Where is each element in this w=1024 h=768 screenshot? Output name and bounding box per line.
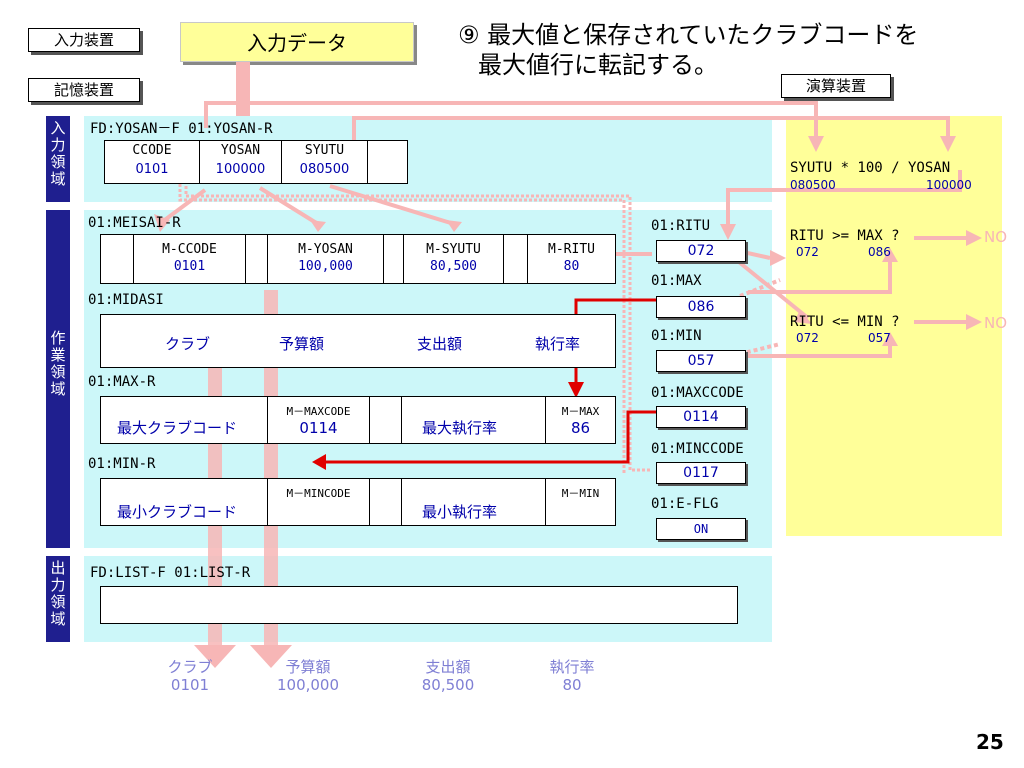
input-area-label: 入力領域 <box>46 116 70 202</box>
midasi-expense: 支出額 <box>417 335 463 353</box>
compare-min-text: RITU <= MIN ? <box>790 314 900 330</box>
midasi-record-box: クラブ 予算額 支出額 執行率 <box>100 314 616 368</box>
compare-min-no: NO <box>984 314 1008 332</box>
formula-text: SYUTU * 100 / YOSAN <box>790 160 951 176</box>
midasi-budget: 予算額 <box>279 335 325 353</box>
minr-label-club: 最小クラブコード <box>117 503 238 521</box>
var-max-value: 086 <box>656 296 746 318</box>
var-min-label: 01:MIN <box>651 328 702 344</box>
input-data-box: 入力データ <box>180 22 414 62</box>
var-minccode-label: 01:MINCCODE <box>651 441 744 457</box>
work-area-label: 作業領域 <box>46 210 70 548</box>
formula-left-value: 080500 <box>790 178 836 192</box>
meisai-gap-2 <box>383 235 403 283</box>
storage-device-label: 記憶装置 <box>28 78 140 102</box>
var-eflg-value: ON <box>656 518 746 540</box>
var-minccode-value: 0117 <box>656 462 746 484</box>
var-maxccode-label: 01:MAXCCODE <box>651 385 744 401</box>
compare-max-no: NO <box>984 228 1008 246</box>
maxr-header: 01:MAX-R <box>88 374 156 390</box>
title-line-1: ⑨ 最大値と保存されていたクラブコードを <box>458 21 919 49</box>
slide-title: ⑨ 最大値と保存されていたクラブコードを 最大値行に転記する。 <box>458 20 998 80</box>
var-ritu-value: 072 <box>656 240 746 262</box>
output-record-header: FD:LIST-F 01:LIST-R <box>90 565 251 581</box>
midasi-club: クラブ <box>165 335 211 353</box>
m-mincode-field: M－MINCODE <box>267 479 369 525</box>
compare-min-a: 072 <box>796 331 819 345</box>
formula-right-value: 100000 <box>926 178 972 192</box>
midasi-rate: 執行率 <box>535 335 581 353</box>
input-record-header: FD:YOSAN－F 01:YOSAN-R <box>90 121 273 137</box>
var-max-label: 01:MAX <box>651 273 702 289</box>
input-record-filler <box>367 141 407 183</box>
m-min-field: M－MIN <box>545 479 615 525</box>
var-eflg-label: 01:E-FLG <box>651 496 719 512</box>
var-ritu-label: 01:RITU <box>651 218 711 234</box>
minr-record-box: 最小クラブコード M－MINCODE 最小執行率 M－MIN <box>100 478 616 526</box>
budget-output-bar <box>264 290 278 660</box>
maxr-rate-cell: 最大執行率 <box>401 397 545 443</box>
output-area-label: 出力領域 <box>46 556 70 642</box>
minr-rate-cell: 最小執行率 <box>401 479 545 525</box>
output-record-box <box>100 586 738 624</box>
compare-max-b: 086 <box>868 245 891 259</box>
calc-device-label: 演算装置 <box>781 74 891 98</box>
minr-label-rate: 最小執行率 <box>422 503 498 521</box>
var-maxccode-value: 0114 <box>656 406 746 428</box>
minr-gap <box>369 479 401 525</box>
meisai-header: 01:MEISAI-R <box>88 215 181 231</box>
page-number: 25 <box>976 730 1004 754</box>
maxr-label-rate: 最大執行率 <box>422 419 498 437</box>
compare-max-a: 072 <box>796 245 819 259</box>
midasi-header: 01:MIDASI <box>88 292 164 308</box>
meisai-gap-1 <box>245 235 267 283</box>
meisai-gap-3 <box>503 235 527 283</box>
compare-max-text: RITU >= MAX ? <box>790 228 900 244</box>
maxr-gap <box>369 397 401 443</box>
var-min-value: 057 <box>656 350 746 372</box>
input-device-label: 入力装置 <box>28 28 140 52</box>
maxr-label-club: 最大クラブコード <box>117 419 238 437</box>
minr-header: 01:MIN-R <box>88 456 156 472</box>
title-line-2: 最大値行に転記する。 <box>478 51 718 79</box>
compare-min-b: 057 <box>868 331 891 345</box>
